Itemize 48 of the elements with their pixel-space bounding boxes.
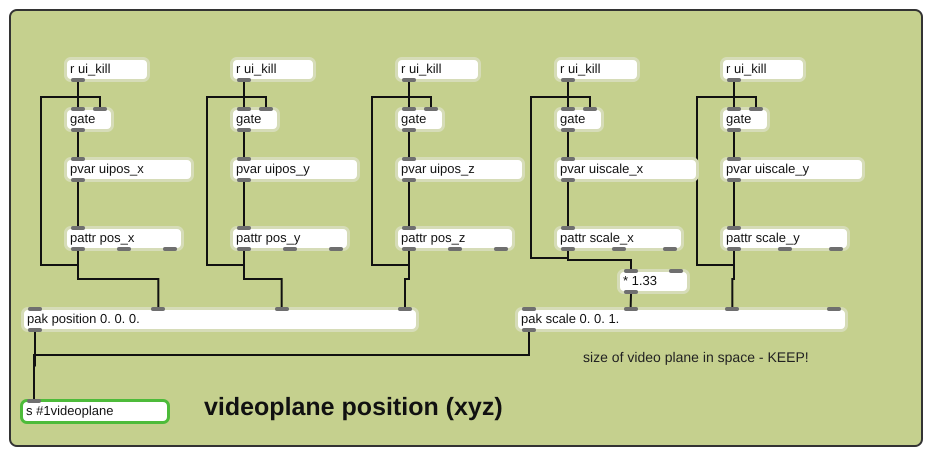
object-box: r ui_kill <box>395 57 481 82</box>
patch-cord <box>408 182 410 226</box>
patch-title-comment: videoplane position (xyz) <box>204 393 503 422</box>
patch-cord <box>243 132 245 157</box>
patch-cord <box>77 182 79 226</box>
object-box: gate <box>64 107 114 132</box>
object-box: pattr pos_z <box>395 226 515 251</box>
patch-cord <box>567 82 569 107</box>
object-box: pvar uipos_z <box>395 157 525 182</box>
patch-cord <box>733 132 735 157</box>
patch-cord <box>371 96 432 266</box>
patch-cord <box>567 182 569 226</box>
patch-cord <box>696 96 757 266</box>
patch-cord <box>404 251 410 307</box>
patch-cord <box>77 82 79 107</box>
object-box: gate <box>720 107 770 132</box>
object-box: pvar uipos_x <box>64 157 194 182</box>
object-box: * 1.33 <box>617 269 690 294</box>
patch-cord <box>733 82 735 107</box>
patch-cord <box>408 82 410 107</box>
object-box: pak scale 0. 0. 1. <box>515 307 848 332</box>
object-box: pak position 0. 0. 0. <box>21 307 419 332</box>
object-box: pvar uiscale_x <box>554 157 699 182</box>
comment-text: size of video plane in space - KEEP! <box>583 349 809 365</box>
object-box: r ui_kill <box>64 57 150 82</box>
object-box: pvar uipos_y <box>230 157 360 182</box>
patch-cord <box>408 132 410 157</box>
patch-cord <box>630 294 632 308</box>
patch-cord <box>206 96 267 266</box>
object-box: r ui_kill <box>720 57 806 82</box>
object-box: r ui_kill <box>554 57 640 82</box>
patch-cord <box>243 182 245 226</box>
patch-cord <box>243 82 245 107</box>
object-box: gate <box>230 107 280 132</box>
object-box: gate <box>395 107 445 132</box>
object-box: gate <box>554 107 604 132</box>
object-box: pattr pos_y <box>230 226 350 251</box>
object-box: r ui_kill <box>230 57 316 82</box>
patch-cord <box>77 132 79 157</box>
object-box: pattr scale_x <box>554 226 684 251</box>
patch-cord <box>567 132 569 157</box>
object-box: pattr pos_x <box>64 226 184 251</box>
object-box: pvar uiscale_y <box>720 157 865 182</box>
object-box: s #1videoplane <box>20 399 170 424</box>
patch-cord <box>530 96 591 259</box>
patch-cord <box>733 182 735 226</box>
patch-cord <box>40 96 101 266</box>
object-box: pattr scale_y <box>720 226 850 251</box>
